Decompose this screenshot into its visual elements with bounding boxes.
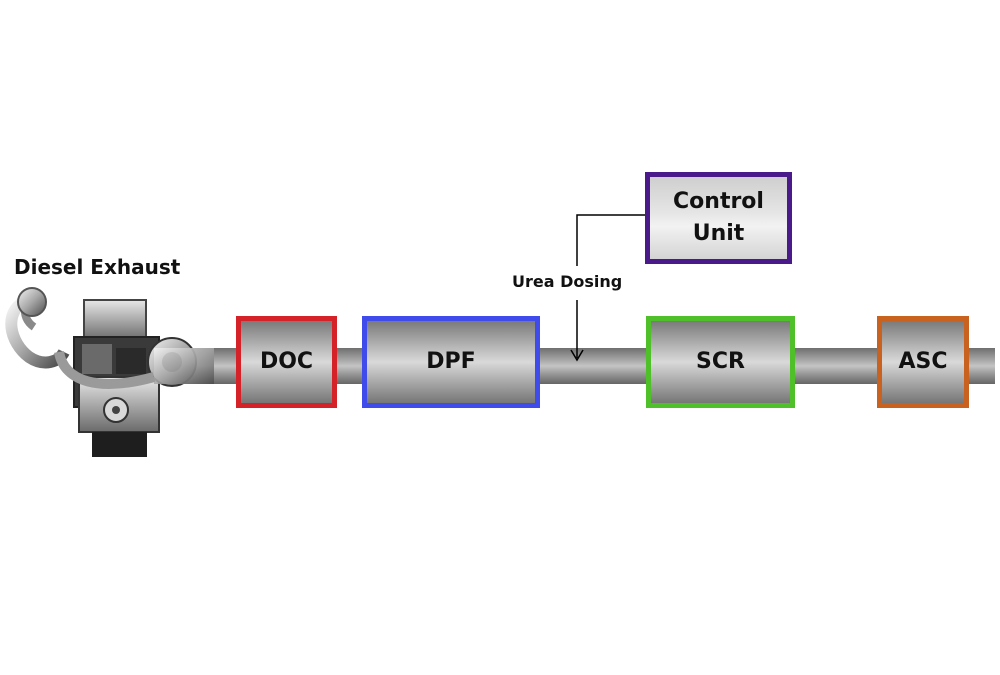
- control-signal-line: [576, 214, 645, 266]
- engine-title: Diesel Exhaust: [14, 255, 181, 279]
- dpf-label: DPF: [426, 349, 476, 374]
- control-unit-label-line1: Control: [673, 189, 764, 214]
- urea-dosing-label: Urea Dosing: [512, 272, 623, 291]
- scr-box: SCR: [646, 316, 795, 408]
- control-unit-label-line2: Unit: [692, 221, 745, 246]
- doc-label: DOC: [259, 349, 314, 374]
- diesel-engine-icon: [5, 287, 214, 457]
- control-unit-box: Control Unit: [645, 172, 792, 264]
- scr-label: SCR: [696, 349, 745, 374]
- doc-box: DOC: [236, 316, 337, 408]
- asc-label: ASC: [898, 349, 948, 374]
- dpf-box: DPF: [362, 316, 540, 408]
- asc-box: ASC: [877, 316, 969, 408]
